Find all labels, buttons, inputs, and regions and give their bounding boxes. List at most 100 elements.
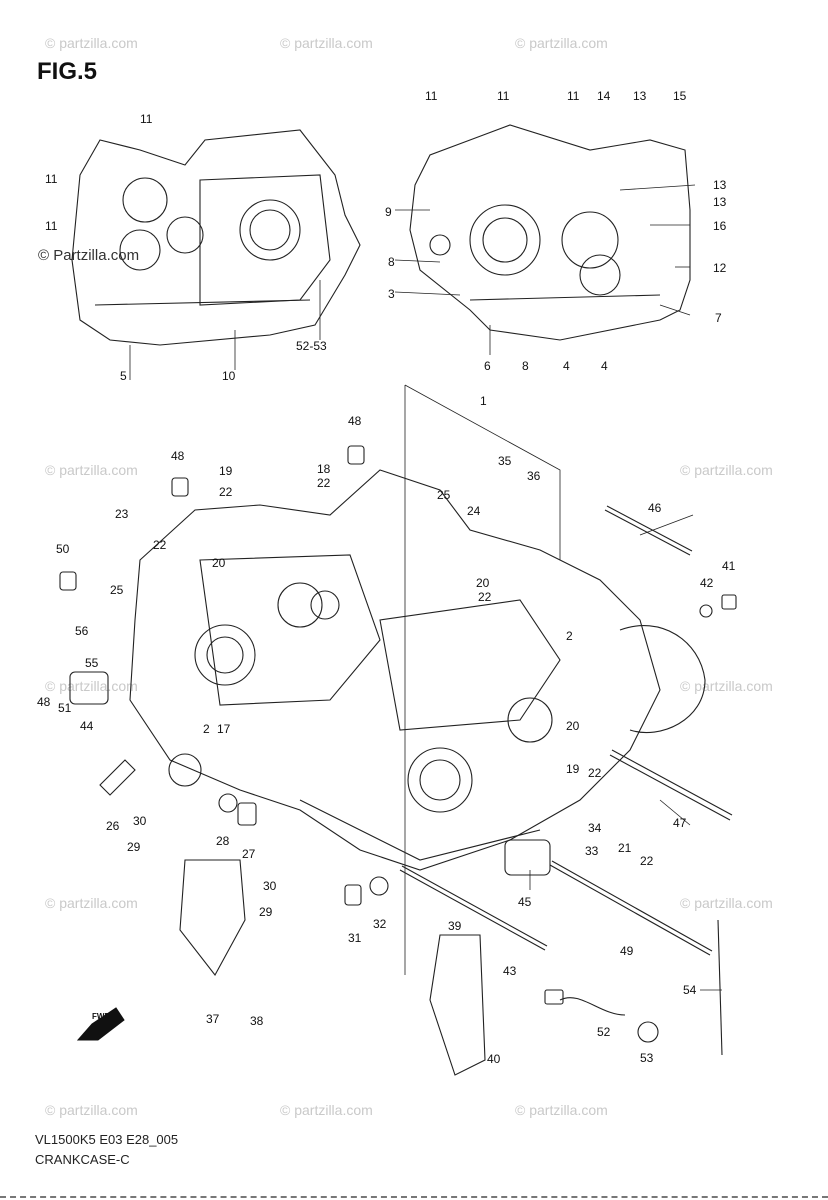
callout-26: 26 xyxy=(106,819,120,833)
callout-22: 22 xyxy=(219,485,233,499)
callout-48: 48 xyxy=(37,695,51,709)
callout-23: 23 xyxy=(115,507,129,521)
callout-4: 4 xyxy=(601,359,608,373)
main-crankcase-assembly xyxy=(129,469,706,871)
callout-45: 45 xyxy=(518,895,532,909)
callout-17: 17 xyxy=(217,722,231,736)
callout-11: 11 xyxy=(140,112,153,126)
callout-33: 33 xyxy=(585,844,599,858)
callout-13: 13 xyxy=(713,178,727,192)
fasteners-and-small-parts xyxy=(59,445,737,1076)
right-crankcase-view xyxy=(409,124,691,341)
callout-16: 16 xyxy=(713,219,727,233)
callout-13: 13 xyxy=(713,195,727,209)
callout-3: 3 xyxy=(388,287,395,301)
callout-11: 11 xyxy=(45,219,58,233)
section-name: CRANKCASE-C xyxy=(35,1152,130,1167)
callout-56: 56 xyxy=(75,624,89,638)
callout-7: 7 xyxy=(715,311,722,325)
callout-25: 25 xyxy=(437,488,451,502)
callout-24: 24 xyxy=(467,504,481,518)
watermark: © partzilla.com xyxy=(45,895,138,911)
callout-30: 30 xyxy=(263,879,277,893)
callout-2: 2 xyxy=(566,629,573,643)
callout-18: 18 xyxy=(317,462,331,476)
callout-22: 22 xyxy=(317,476,331,490)
callout-8: 8 xyxy=(388,255,395,269)
callout-27: 27 xyxy=(242,847,256,861)
fwd-arrow-icon xyxy=(76,1007,125,1041)
callout-20: 20 xyxy=(212,556,226,570)
fwd-label: FWD xyxy=(92,1012,111,1021)
callout-19: 19 xyxy=(219,464,233,478)
left-crankcase-view xyxy=(71,129,361,346)
callout-22: 22 xyxy=(640,854,654,868)
callout-53: 53 xyxy=(640,1051,654,1065)
figure-label: FIG.5 xyxy=(37,58,98,85)
callout-2: 2 xyxy=(203,722,210,736)
model-code: VL1500K5 E03 E28_005 xyxy=(35,1132,179,1147)
callout-55: 55 xyxy=(85,656,99,670)
watermark: © partzilla.com xyxy=(45,35,138,51)
callout-50: 50 xyxy=(56,542,70,556)
callout-labels: 1 2 2 3 4 4 5 6 7 8 8 9 10 11 11 11 11 1… xyxy=(37,89,736,1066)
callout-13: 13 xyxy=(633,89,647,103)
callout-47: 47 xyxy=(673,816,687,830)
callout-37: 37 xyxy=(206,1012,220,1026)
callout-11: 11 xyxy=(497,89,510,103)
callout-51: 51 xyxy=(58,701,72,715)
callout-5: 5 xyxy=(120,369,127,383)
callout-32: 32 xyxy=(373,917,387,931)
callout-34: 34 xyxy=(588,821,602,835)
callout-29: 29 xyxy=(259,905,273,919)
bottom-dashed-border xyxy=(0,1196,828,1198)
callout-9: 9 xyxy=(385,205,392,219)
callout-43: 43 xyxy=(503,964,517,978)
callout-44: 44 xyxy=(80,719,94,733)
callout-22: 22 xyxy=(588,766,602,780)
watermark: © partzilla.com xyxy=(45,462,138,478)
watermark: © partzilla.com xyxy=(280,35,373,51)
callout-35: 35 xyxy=(498,454,512,468)
callout-22: 22 xyxy=(153,538,167,552)
callout-49: 49 xyxy=(620,944,634,958)
callout-14: 14 xyxy=(597,89,611,103)
callout-19: 19 xyxy=(566,762,580,776)
callout-36: 36 xyxy=(527,469,541,483)
callout-11: 11 xyxy=(45,172,58,186)
callout-28: 28 xyxy=(216,834,230,848)
callout-4: 4 xyxy=(563,359,570,373)
callout-39: 39 xyxy=(448,919,462,933)
callout-41: 41 xyxy=(722,559,736,573)
callout-48: 48 xyxy=(348,414,362,428)
watermark: © partzilla.com xyxy=(680,895,773,911)
watermark: © partzilla.com xyxy=(280,1102,373,1118)
callout-1: 1 xyxy=(480,394,487,408)
callout-52: 52 xyxy=(597,1025,611,1039)
callout-6: 6 xyxy=(484,359,491,373)
partzilla-logo: © Partzilla.com xyxy=(38,247,140,264)
watermark: © partzilla.com xyxy=(515,35,608,51)
callout-20: 20 xyxy=(566,719,580,733)
callout-38: 38 xyxy=(250,1014,264,1028)
callout-8: 8 xyxy=(522,359,529,373)
callout-46: 46 xyxy=(648,501,662,515)
watermark: © partzilla.com xyxy=(680,462,773,478)
callout-30: 30 xyxy=(133,814,147,828)
callout-22: 22 xyxy=(478,590,492,604)
callout-11: 11 xyxy=(567,89,580,103)
callout-20: 20 xyxy=(476,576,490,590)
callout-29: 29 xyxy=(127,840,141,854)
callout-52-53: 52-53 xyxy=(296,339,327,353)
callout-12: 12 xyxy=(713,261,727,275)
watermark: © partzilla.com xyxy=(515,1102,608,1118)
callout-48: 48 xyxy=(171,449,185,463)
callout-31: 31 xyxy=(348,931,362,945)
callout-11: 11 xyxy=(425,89,438,103)
callout-25: 25 xyxy=(110,583,124,597)
callout-15: 15 xyxy=(673,89,687,103)
watermark: © partzilla.com xyxy=(45,678,138,694)
watermark: © partzilla.com xyxy=(45,1102,138,1118)
watermark: © partzilla.com xyxy=(680,678,773,694)
